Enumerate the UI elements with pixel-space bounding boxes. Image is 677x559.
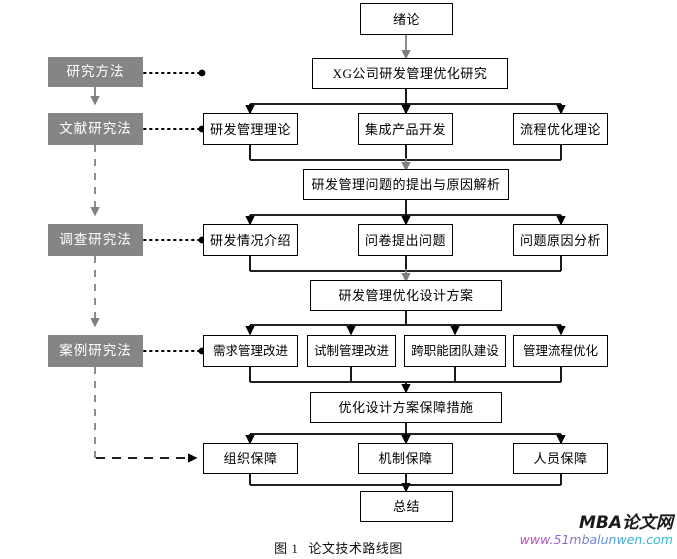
method-box-survey-research[interactable]: 调查研究法 [48,224,143,256]
edge-problem-to-survey [245,200,566,226]
edge-guarantee-to-conclusion [249,474,562,493]
node-improve-trial-production[interactable]: 试制管理改进 [307,335,396,367]
method-box-case-research[interactable]: 案例研究法 [48,335,143,367]
node-introduction[interactable]: 绪论 [360,3,453,35]
method-box-literature-research[interactable]: 文献研究法 [48,113,143,145]
edge-safeguard-to-guarantee [245,423,566,445]
node-improve-process-optimization[interactable]: 管理流程优化 [513,335,608,367]
node-label: 组织保障 [223,451,278,466]
node-label: 研发管理理论 [209,121,291,137]
node-label: 问题原因分析 [519,232,601,248]
method-box-label: 调查研究法 [59,232,132,248]
node-label: 管理流程优化 [522,343,598,358]
figure-caption: 图 1 论文技术路线图 [0,538,677,557]
node-label: 机制保障 [378,451,433,466]
edge-design-to-improve [245,311,566,336]
node-guarantee-personnel[interactable]: 人员保障 [513,443,608,474]
edge-theory-to-problem [249,145,562,161]
node-theory-rd-management[interactable]: 研发管理理论 [203,113,298,145]
method-box-research-method[interactable]: 研究方法 [48,57,143,87]
node-theory-process-optimization[interactable]: 流程优化理论 [513,113,608,145]
node-theory-ipd[interactable]: 集成产品开发 [358,113,453,145]
node-label: 需求管理改进 [212,343,288,358]
node-label: 问卷提出问题 [364,232,446,248]
node-improve-cross-functional-team[interactable]: 跨职能团队建设 [404,335,506,367]
node-label: 人员保障 [533,451,588,466]
node-survey-cause-analysis[interactable]: 问题原因分析 [513,224,608,256]
edge-dotted-links [143,72,201,352]
node-label: 集成产品开发 [364,121,446,137]
node-label: 研发管理优化设计方案 [338,288,474,303]
node-conclusion[interactable]: 总结 [360,491,453,522]
method-box-label: 案例研究法 [59,343,132,359]
node-label: 总结 [392,499,420,514]
node-label: 流程优化理论 [519,121,601,137]
edge-improve-to-safeguard [249,367,562,394]
watermark-title: MBA论文网 [578,513,673,533]
node-optimization-design[interactable]: 研发管理优化设计方案 [310,280,502,311]
node-label: 研发管理问题的提出与原因解析 [311,177,501,192]
edge-survey-to-design [249,256,562,272]
node-label: XG公司研发管理优化研究 [332,66,488,81]
node-problem-analysis[interactable]: 研发管理问题的提出与原因解析 [303,169,509,200]
node-survey-rd-overview[interactable]: 研发情况介绍 [203,224,298,256]
node-guarantee-mechanism[interactable]: 机制保障 [358,443,453,474]
node-improve-requirement[interactable]: 需求管理改进 [203,335,298,367]
node-topic[interactable]: XG公司研发管理优化研究 [312,58,508,89]
node-survey-questionnaire[interactable]: 问卷提出问题 [358,224,453,256]
node-guarantee-organization[interactable]: 组织保障 [203,443,298,474]
method-box-label: 研究方法 [66,64,125,80]
watermark-url: www.51mbalunwen.com [467,533,673,547]
figure-caption-text: 论文技术路线图 [308,541,403,556]
node-label: 研发情况介绍 [209,232,291,248]
method-box-label: 文献研究法 [59,121,132,137]
node-label: 绪论 [392,11,420,27]
node-label: 优化设计方案保障措施 [338,400,474,415]
node-label: 试制管理改进 [313,343,389,358]
figure-caption-number: 图 1 [274,541,299,556]
watermark: MBA论文网 www.51mbalunwen.com [467,513,673,547]
node-label: 跨职能团队建设 [411,343,499,358]
node-safeguard-measures[interactable]: 优化设计方案保障措施 [310,392,502,423]
edge-topic-to-theory [245,89,566,115]
